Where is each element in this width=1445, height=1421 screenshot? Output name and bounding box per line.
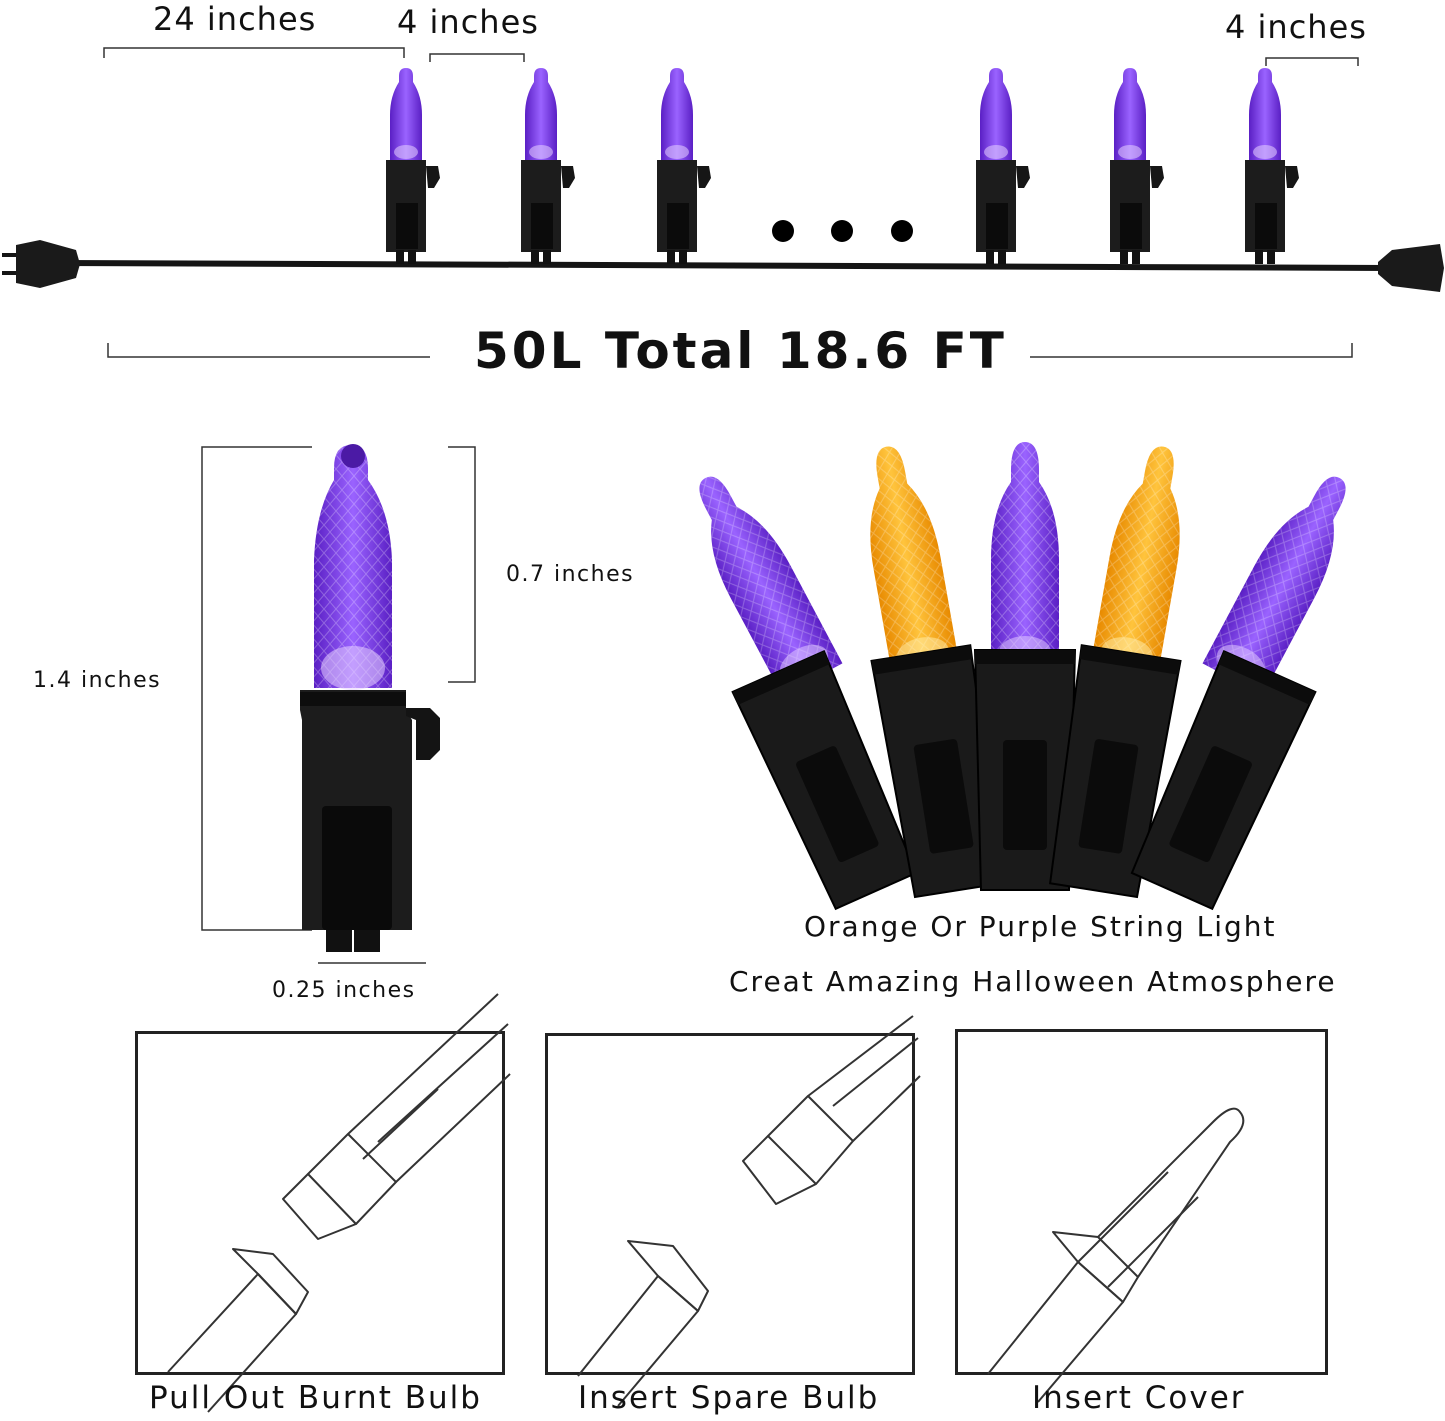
string-bulb (976, 68, 1030, 264)
step-2-label: Insert Spare Bulb (578, 1380, 880, 1416)
step-3-label: Insert Cover (1032, 1380, 1246, 1416)
step-3-panel (955, 1029, 1328, 1403)
string-bulb (386, 68, 440, 264)
cluster-caption-line2: Creat Amazing Halloween Atmosphere (729, 965, 1337, 998)
ellipsis-dot (831, 220, 853, 242)
total-line-right (1030, 343, 1353, 358)
step-2-panel (545, 1015, 921, 1407)
dim-bracket-0-7in (448, 446, 476, 683)
total-length-label: 50L Total 18.6 FT (474, 322, 1007, 380)
bulb-detail: 1.4 inches 0.7 inches 0.25 inches (0, 420, 700, 1020)
step-3-illustration (987, 1107, 1245, 1403)
dim-label-1-4in: 1.4 inches (33, 668, 162, 693)
step-1-panel (135, 993, 511, 1413)
step-1-label: Pull Out Burnt Bulb (149, 1380, 482, 1416)
string-bulb (657, 68, 711, 264)
male-plug-icon (2, 240, 80, 288)
orange-cluster-bulb (870, 446, 960, 678)
purple-cluster-bulb (991, 442, 1059, 670)
bulb-detail-art (201, 444, 476, 964)
dim-bracket-24in (103, 47, 405, 58)
purple-bulb-lens (314, 444, 392, 690)
bulb-cluster: Orange Or Purple String Light Creat Amaz… (699, 420, 1420, 1020)
string-diagram-art (2, 47, 1444, 358)
step-2-illustration (577, 1015, 921, 1407)
step-1-illustration (167, 993, 511, 1413)
dim-bracket-1-4in (201, 446, 312, 931)
dim-label-0-25in: 0.25 inches (272, 978, 416, 1003)
total-line-left (107, 343, 430, 358)
top-bulbs (386, 68, 1299, 264)
bulb-cluster-art (699, 442, 1346, 911)
string-bulb (521, 68, 575, 264)
dim-bracket-4in-end (1265, 57, 1359, 66)
string-diagram: 24 inches 4 inches 4 inches 50L Total 18… (0, 0, 1445, 400)
female-connector-icon (1378, 244, 1444, 292)
string-wire (59, 260, 1391, 271)
cluster-socket (973, 649, 1077, 891)
string-bulb (1245, 68, 1299, 264)
ellipsis-dot (772, 220, 794, 242)
dim-label-24in: 24 inches (153, 0, 317, 38)
dim-label-4in-end: 4 inches (1225, 8, 1367, 46)
cluster-bulbs (699, 442, 1346, 911)
dim-label-4in: 4 inches (397, 3, 539, 41)
bulb-socket (300, 690, 440, 952)
dim-label-0-7in: 0.7 inches (506, 562, 635, 587)
ellipsis-dot (891, 220, 913, 242)
cluster-caption-line1: Orange Or Purple String Light (804, 910, 1277, 943)
cluster-socket (1130, 649, 1317, 911)
orange-cluster-bulb (1090, 446, 1180, 678)
string-bulb (1110, 68, 1164, 264)
cluster-socket (870, 644, 1004, 899)
dim-bracket-4in (429, 53, 525, 62)
